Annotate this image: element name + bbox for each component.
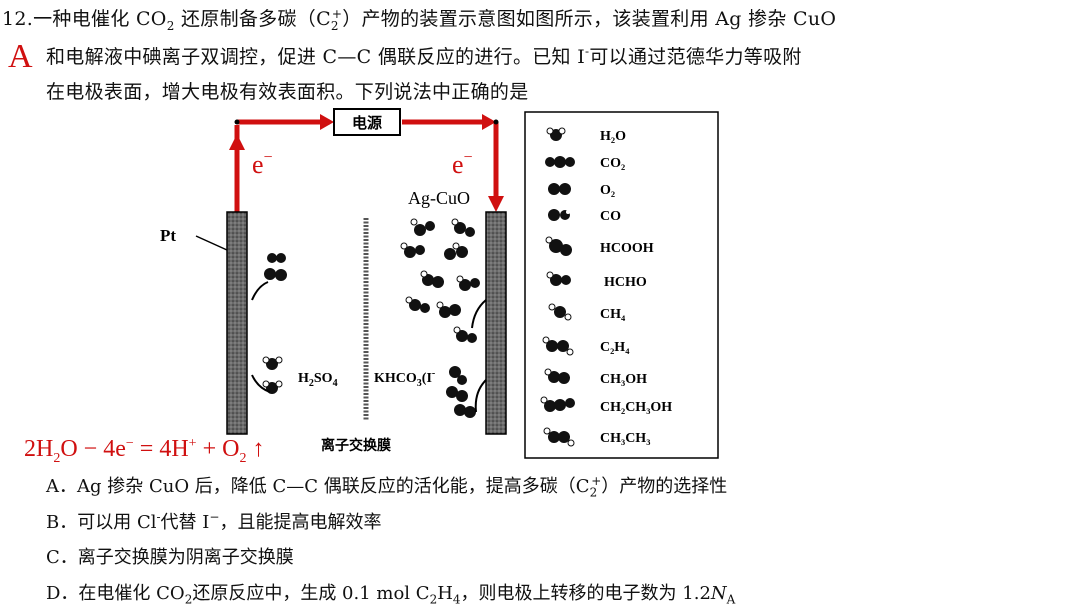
svg-text:HCOOH: HCOOH <box>600 241 654 256</box>
electron-label-right: e− <box>452 149 473 179</box>
question-line-1: 12.一种电催化 CO2 还原制备多碳（C2+）产物的装置示意图如图所示，该装置… <box>2 6 837 33</box>
legend-labels: H₂O CO₂ O₂ CO HCOOH HCHO CH₄ C₂H₄ CH₃OH … <box>600 129 672 446</box>
svg-text:Ag-CuO: Ag-CuO <box>408 188 470 208</box>
electrolyte-h2so4: H2SO4 <box>298 371 338 389</box>
svg-text:CH₂CH₃OH: CH₂CH₃OH <box>600 400 672 415</box>
electron-label-left: e− <box>252 149 273 179</box>
svg-text:C₂H₄: C₂H₄ <box>600 340 630 355</box>
electrolyte-khco3: KHCO3(I- <box>374 368 435 389</box>
option-c: C．离子交换膜为阴离子交换膜 <box>46 547 294 568</box>
option-a: A．Ag 掺杂 CuO 后，降低 C—C 偶联反应的活化能，提高多碳（C2+）产… <box>46 474 728 500</box>
ion-exchange-membrane: 离子交换膜 <box>321 218 391 453</box>
anode-molecules <box>251 253 287 394</box>
svg-text:离子交换膜: 离子交换膜 <box>321 437 391 453</box>
svg-text:Pt: Pt <box>160 226 176 245</box>
svg-text:HCHO: HCHO <box>604 275 647 290</box>
ag-cuo-electrode: Ag-CuO <box>408 188 507 435</box>
anode-equation: 2H2O − 4e− = 4H+ + O2 ↑ <box>24 436 265 466</box>
option-b: B．可以用 Cl-代替 I−，且能提高电解效率 <box>46 510 382 533</box>
circuit-wire <box>229 114 504 212</box>
svg-text:CO₂: CO₂ <box>600 156 625 171</box>
answer-mark: A <box>8 38 33 75</box>
svg-text:CH₄: CH₄ <box>600 307 626 322</box>
cathode-molecules <box>400 218 487 418</box>
question-line-2: 和电解液中碘离子双调控，促进 C—C 偶联反应的进行。已知 I-可以通过范德华力… <box>46 44 802 68</box>
svg-text:CH₃CH₃: CH₃CH₃ <box>600 431 650 446</box>
svg-text:O₂: O₂ <box>600 183 615 198</box>
question-line-3: 在电极表面，增大电极有效表面积。下列说法中正确的是 <box>46 81 529 103</box>
svg-text:电源: 电源 <box>352 114 382 132</box>
svg-text:CH₃OH: CH₃OH <box>600 372 647 387</box>
option-d: D．在电催化 CO2还原反应中，生成 0.1 mol C2H4，则电极上转移的电… <box>46 583 736 607</box>
power-source: 电源 <box>333 108 401 136</box>
svg-text:CO: CO <box>600 209 621 224</box>
pt-electrode: Pt <box>160 211 248 435</box>
svg-text:H₂O: H₂O <box>600 129 626 144</box>
legend-icons <box>540 127 575 447</box>
legend: H₂O CO₂ O₂ CO HCOOH HCHO CH₄ C₂H₄ CH₃OH … <box>524 111 719 459</box>
